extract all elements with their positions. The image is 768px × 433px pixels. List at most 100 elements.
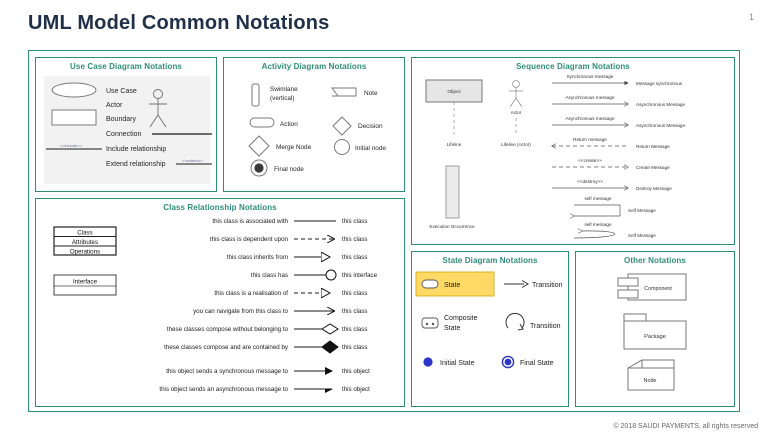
sequence-caption-lifeline: Lifeline [447,142,462,147]
curved-transition-icon [505,312,525,329]
decision-diamond-icon [332,116,352,136]
svg-text:Node: Node [644,378,657,384]
boundary-rect-icon [51,109,97,126]
sequence-message-3: Return message Return Message [552,137,670,149]
activity-label-6: Final node [274,166,304,173]
activity-label-1: Note [364,90,378,97]
transition-arrow-icon [521,280,529,288]
svg-text:this class: this class [342,254,367,261]
svg-text:this class: this class [342,308,367,315]
sequence-caption-execution: Execution Occurrence [429,224,475,229]
page-title: UML Model Common Notations [28,12,330,34]
svg-text:Package: Package [644,334,666,340]
swimlane-icon [251,83,260,107]
state-canvas: State Transition Composite State Transit… [415,271,563,369]
svg-text:this class is associated with: this class is associated with [212,218,288,225]
component-icon: Component [617,273,687,301]
panel-state: State Diagram Notations State Transition… [411,251,569,407]
svg-text:Create Message: Create Message [636,165,670,170]
svg-text:Message synchronous: Message synchronous [636,81,683,86]
svg-text:Asynchronous Message: Asynchronous Message [636,123,685,128]
panel-title-use-case: Use Case Diagram Notations [70,62,182,71]
footer-copyright: © 2018 SAUDI PAYMENTS, all rights reserv… [613,423,758,430]
panel-sequence: Sequence Diagram Notations Object Lifeli… [411,57,735,245]
svg-text:Asynchronous message: Asynchronous message [565,95,614,100]
svg-text:this object sends an asynchron: this object sends an asynchronous messag… [159,386,288,393]
svg-text:this interface: this interface [342,272,378,279]
use-case-canvas: Use Case Actor Boundary Connection <<inc… [44,76,212,184]
panel-title-activity: Activity Diagram Notations [261,62,367,71]
state-label-1: Transition [532,282,563,289]
content-frame: Use Case Diagram Notations Use Case Acto… [28,50,740,412]
panel-title-state: State Diagram Notations [442,256,538,265]
svg-text:this object: this object [342,386,370,393]
svg-text:self message: self message [584,196,612,201]
merge-node-diamond-icon [248,135,270,157]
class-rel-row-4: this class is a realisation of this clas… [214,290,367,297]
svg-text:<<create>>: <<create>> [578,158,602,163]
sequence-message-5: <<destroy>> Destroy Message [552,179,672,191]
class-rel-row-3: this class has this interface [251,269,378,281]
svg-text:these classes compose and are: these classes compose and are contained … [164,344,289,351]
activity-label-5: Initial node [355,145,386,152]
panel-activity: Activity Diagram Notations Swimlane (ver… [223,57,405,192]
node-cube-icon: Node [627,359,675,391]
svg-text:this object sends a synchronou: this object sends a synchronous message … [166,368,288,375]
activity-canvas: Swimlane (vertical) Note Action Decision… [248,83,386,177]
class-box: Class Attributes Operations [53,226,117,256]
initial-node-circle-icon [334,139,350,155]
state-label-4: Initial State [440,360,475,367]
sequence-actor-label: Actor [511,110,522,115]
state-label-5: Final State [520,360,554,367]
svg-text:Asynchronous Message: Asynchronous Message [636,102,685,107]
svg-text:this class is dependent upon: this class is dependent upon [210,236,289,243]
state-label-2a: Composite [444,315,478,322]
svg-text:Synchronous message: Synchronous message [567,74,614,79]
svg-text:Destroy Message: Destroy Message [636,186,672,191]
svg-text:you can navigate from this cla: you can navigate from this class to [193,308,288,315]
interface-box: Interface [53,274,117,296]
svg-text:this class: this class [342,290,367,297]
svg-text:this class inherits from: this class inherits from [227,254,288,261]
sequence-message-4: <<create>> Create Message [552,158,670,170]
class-rel-row-7: these classes compose and are contained … [164,340,367,354]
sequence-message-0: Synchronous message Message synchronous [552,74,683,86]
final-node-double-circle-icon [250,159,268,177]
sequence-actor-icon [509,80,523,108]
class-rel-row-1: this class is dependent upon this class [210,236,367,243]
sequence-canvas: Object Lifeline Actor Lifeline (Actor) E… [425,74,685,239]
class-rel-row-2: this class inherits from this class [227,254,367,261]
final-state-dot-icon [501,355,515,369]
svg-text:Return Message: Return Message [636,144,670,149]
svg-text:Attributes: Attributes [72,239,98,246]
svg-text:this class is a realisation of: this class is a realisation of [214,290,288,297]
actor-stick-figure-icon [149,89,167,128]
action-stadium-icon [249,117,275,128]
use-case-ellipse-icon [51,82,97,98]
other-canvas: Component Package Node [617,273,687,391]
svg-text:Class: Class [77,230,92,237]
panel-use-case: Use Case Diagram Notations Use Case Acto… [35,57,217,192]
panel-title-sequence: Sequence Diagram Notations [516,62,630,71]
sequence-execution-bar [445,165,460,219]
state-label-3: Transition [530,323,561,330]
sequence-message-1: Asynchronous message Asynchronous Messag… [552,95,685,107]
svg-text:Operations: Operations [70,249,100,256]
panel-title-class: Class Relationship Notations [163,203,277,212]
use-case-label-1: Actor [106,102,123,109]
svg-text:Asynchronous message: Asynchronous message [565,116,614,121]
activity-label-0b: (vertical) [270,95,295,102]
use-case-label-2: Boundary [106,116,136,123]
svg-text:this class: this class [342,218,367,225]
class-rel-row-5: you can navigate from this class to this… [193,308,367,315]
panel-class-relationships: Class Relationship Notations Class Attri… [35,198,405,407]
state-label-2b: State [444,325,460,332]
sequence-object-label: Object [447,89,461,94]
page-number: 1 [748,12,754,22]
state-label-0: State [444,282,460,289]
class-rel-row-9: this object sends an asynchronous messag… [159,386,370,393]
composite-state-icon [421,317,439,329]
use-case-label-4: Include relationship [106,146,166,153]
svg-text:Self Message: Self Message [628,208,656,213]
